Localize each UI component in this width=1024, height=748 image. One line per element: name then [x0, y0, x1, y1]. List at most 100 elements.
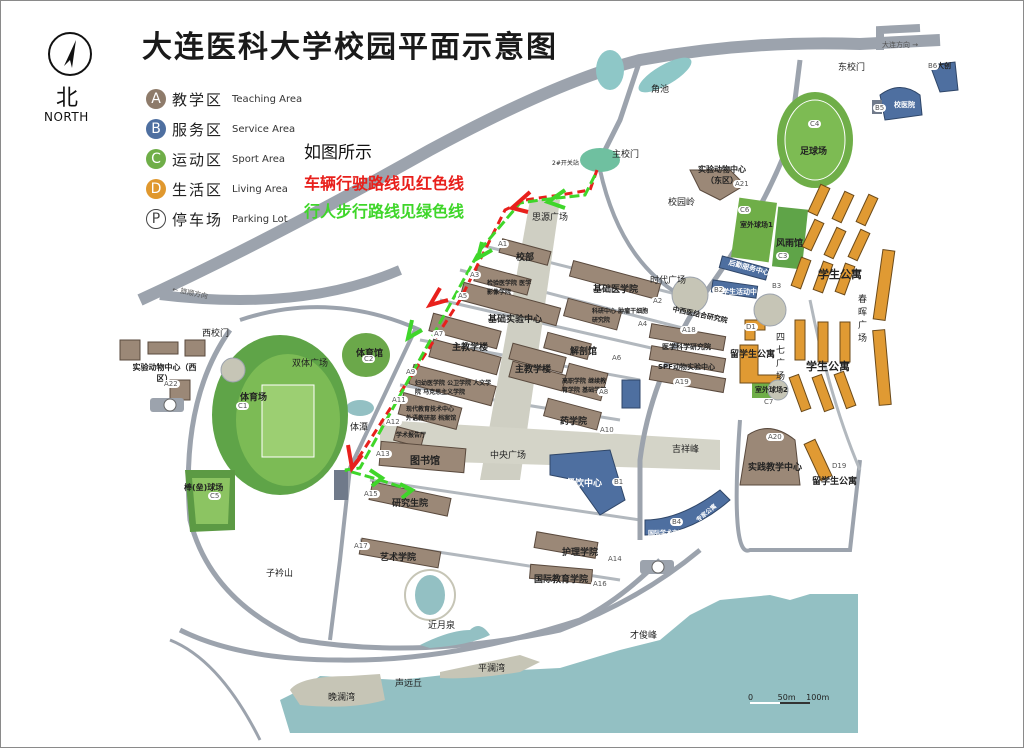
building-gaozhi[interactable]: 高职学院 继续教育学院 基础学部 [562, 378, 607, 394]
code-a11: A11 [390, 396, 408, 404]
building-guoji[interactable]: 国际教育学院 [534, 575, 589, 585]
legend-en: Living Area [232, 183, 288, 195]
building-zuqiu[interactable]: 足球场 [800, 147, 828, 157]
building-yaoxue[interactable]: 药学院 [560, 417, 588, 427]
building-xueshu[interactable]: 学术报告厅 [396, 432, 427, 439]
north-label-cn: 北 [56, 86, 79, 111]
code-a12: A12 [384, 418, 402, 426]
building-canyin[interactable]: 餐饮中心 [566, 479, 603, 489]
place-xiaoyuan-ling: 校园岭 [668, 198, 696, 208]
service-area-badge-icon: B [146, 119, 166, 139]
legend-item-service: B 服务区 Service Area [146, 114, 302, 144]
sport-area-badge-icon: C [146, 149, 166, 169]
place-jiyan-feng: 吉祥峰 [672, 445, 700, 455]
legend-item-living: D 生活区 Living Area [146, 174, 302, 204]
building-liuxuesheng2[interactable]: 留学生公寓 [812, 477, 858, 487]
building-jiepou[interactable]: 解剖馆 [570, 347, 598, 357]
gate-east: 东校门 [838, 63, 866, 73]
building-fuyou[interactable]: 妇幼医学院 公卫学院 人文学院 马克思主义学院 [415, 380, 492, 396]
pedestrian-arrow-icon [399, 482, 416, 500]
code-c7: C7 [762, 398, 776, 406]
code-c4: C4 [808, 120, 822, 128]
code-b5: B5 [873, 104, 887, 112]
legend-item-teaching: A 教学区 Teaching Area [146, 84, 302, 114]
place-ziling-shan: 子衿山 [266, 569, 294, 579]
vehicle-arrow-icon [346, 444, 364, 473]
building-xiaobu[interactable]: 校部 [516, 253, 535, 263]
building-zhujiao2[interactable]: 主教学楼 [515, 365, 552, 375]
vehicle-arrow-icon [425, 286, 449, 309]
code-a15: A15 [362, 490, 380, 498]
gate-main: 主校门 [612, 150, 640, 160]
legend-cn: 停车场 [172, 210, 224, 229]
building-xuesheng-gongyu-south[interactable]: 学生公寓 [806, 360, 850, 373]
pedestrian-arrow-icon [368, 468, 386, 488]
code-a16: A16 [591, 580, 609, 588]
road-coast [169, 638, 262, 741]
code-c5: C5 [208, 492, 222, 500]
building-yixue-keji[interactable]: 医学科学研究院 [662, 343, 711, 351]
building-huli[interactable]: 护理学院 [562, 548, 599, 558]
building-animal-east[interactable]: 实验动物中心（东区） [698, 165, 746, 185]
building-jichu-shiyan[interactable]: 基础实验中心 [488, 315, 543, 325]
place-central-square: 中央广场 [490, 451, 527, 461]
north-arrow-icon [48, 32, 92, 76]
building-bangqiu[interactable]: 棒(垒)球场 [184, 483, 224, 492]
building-tiyuguan[interactable]: 体育馆 [356, 349, 384, 359]
legend-item-sport: C 运动区 Sport Area [146, 144, 302, 174]
code-a5: A5 [456, 292, 470, 300]
legend-en: Teaching Area [232, 93, 303, 105]
vehicle-arrow-icon [507, 190, 532, 214]
building-library[interactable]: 图书馆 [410, 456, 440, 467]
pedestrian-arrow-icon [405, 319, 423, 342]
pedestrian-arrow-icon [474, 241, 493, 263]
road-ring-west [185, 328, 702, 651]
legend-item-parking: P 停车场 Parking Lot [146, 204, 302, 234]
code-a8: A8 [597, 388, 611, 396]
pedestrian-arrow-icon [543, 188, 567, 210]
place-wanlan-wan: 晚澜湾 [328, 693, 356, 703]
scale-bar: 0 50m 100m [748, 693, 829, 702]
gate-west: 西校门 [202, 329, 230, 339]
building-xiaoyiyuan[interactable]: 校医院 [894, 101, 915, 109]
main-gate-shape [580, 148, 620, 172]
building-keyan[interactable]: 科研中心 肿瘤干细胞研究院 [592, 308, 649, 324]
legend: A 教学区 Teaching Area B 服务区 Service Area C… [146, 84, 302, 234]
scale-end: 100m [806, 693, 830, 702]
building-shijian[interactable]: 实践教学中心 [748, 463, 803, 473]
code-b4: B4 [670, 518, 684, 526]
building-xuesheng-huodong[interactable]: 学生活动中心 [722, 288, 764, 296]
place-kaiyuan-post: 2#开关站 [552, 160, 579, 167]
building-liuxuesheng1[interactable]: 留学生公寓 [730, 350, 776, 360]
place-shidai-square: 时代广场 [650, 276, 687, 286]
legend-cn: 服务区 [172, 120, 224, 139]
building-zhujiao1[interactable]: 主教学楼 [452, 343, 489, 353]
route-note-pedestrian: 行人步行路线见绿色线 [304, 202, 465, 221]
place-titan: 体潭 [350, 423, 369, 433]
legend-cn: 生活区 [172, 180, 224, 199]
code-c6: C6 [738, 206, 752, 214]
building-jianyan[interactable]: 检验医学院 医学影像学院 [487, 280, 532, 296]
legend-en: Parking Lot [232, 213, 288, 225]
building-fengyu[interactable]: 风雨馆 [776, 239, 804, 249]
road-north [137, 34, 941, 306]
building-guoji-jiaoliu[interactable]: 国际学术交流中心 [648, 530, 697, 537]
building-dachuang[interactable]: 大创 [937, 62, 951, 70]
building-animal-west[interactable]: 实验动物中心（西区） [132, 363, 197, 383]
building-shiwai2[interactable]: 室外球场2 [755, 386, 788, 394]
building-xuesheng-gongyu-north[interactable]: 学生公寓 [818, 268, 862, 281]
code-b2: B2 [712, 286, 726, 294]
building-yanjiusheng[interactable]: 研究生院 [392, 499, 429, 509]
code-a10: A10 [598, 426, 616, 434]
building-shiwai1[interactable]: 室外球场1 [740, 221, 773, 229]
route-note-intro: 如图所示 [304, 143, 372, 163]
building-spf[interactable]: SPF动物实验中心 [658, 363, 715, 371]
code-a14: A14 [606, 555, 624, 563]
code-c3: C3 [776, 252, 790, 260]
building-tiyuchang[interactable]: 体育场 [240, 393, 268, 403]
code-a18: A18 [680, 326, 698, 334]
building-jichu-yixue[interactable]: 基础医学院 [593, 285, 639, 295]
building-yishu[interactable]: 艺术学院 [380, 553, 417, 563]
building-xiandai[interactable]: 现代教育技术中心 外语教研部 档案馆 [406, 406, 457, 422]
